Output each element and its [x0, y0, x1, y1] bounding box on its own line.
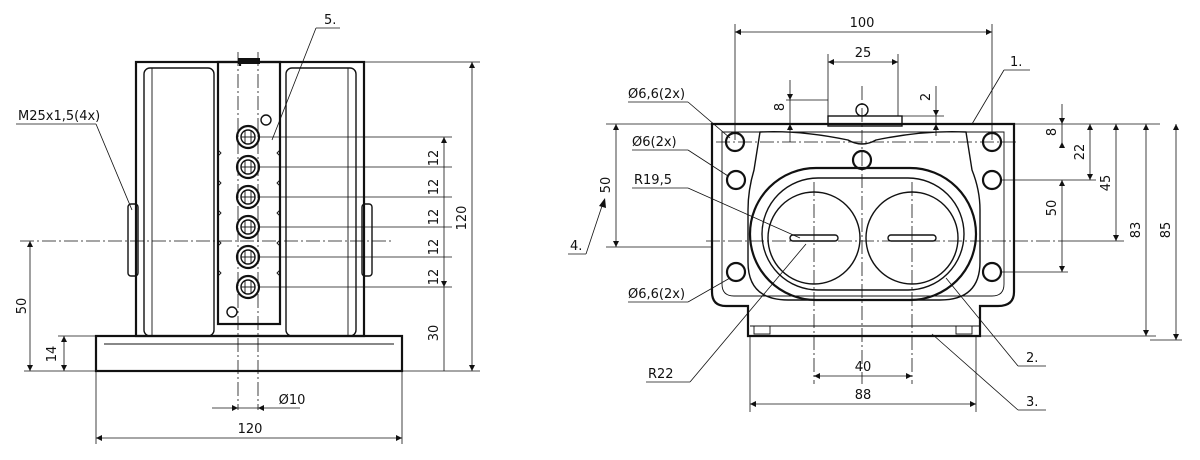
callout-item-3: 3. — [1026, 395, 1038, 410]
contact-terminal-stack — [235, 124, 261, 300]
callout-item-1: 1. — [1010, 55, 1022, 70]
dim-45: 45 — [1099, 175, 1114, 192]
dim-22: 22 — [1073, 144, 1088, 161]
dim-diameter-10: Ø10 — [279, 393, 306, 408]
dim-2: 2 — [919, 93, 934, 101]
dim-50-right: 50 — [1045, 200, 1060, 217]
dim-85: 85 — [1159, 222, 1174, 239]
callout-radius-outer: R22 — [648, 367, 674, 382]
mount-hole-bottom — [226, 306, 238, 318]
inner-oval — [761, 177, 965, 291]
dim-88: 88 — [855, 388, 872, 403]
left-view: 12 12 12 12 12 30 120 50 14 120 — [15, 13, 480, 444]
cable-gland-left — [127, 203, 139, 277]
inner-cavity — [747, 130, 981, 301]
callout-item-2: 2. — [1026, 351, 1038, 366]
callout-hole-top: Ø6,6(2x) — [628, 87, 685, 102]
callout-hole-bottom: Ø6,6(2x) — [628, 287, 685, 302]
housing-right-panel — [285, 67, 357, 337]
hole-mid-left — [725, 169, 747, 191]
dim-12-1: 12 — [427, 150, 442, 167]
callout-radius-inner: R19,5 — [634, 173, 672, 188]
dim-8-top: 8 — [773, 103, 788, 111]
callout-item-4: 4. — [570, 239, 582, 254]
dim-50-left: 50 — [15, 298, 30, 315]
dim-12-5: 12 — [427, 269, 442, 286]
dim-40: 40 — [855, 360, 872, 375]
hole-bottom-right — [981, 261, 1003, 283]
housing-left-panel — [143, 67, 215, 337]
dim-12-3: 12 — [427, 209, 442, 226]
hole-bottom-left — [725, 261, 747, 283]
housing-outline — [710, 122, 1016, 338]
dim-14: 14 — [45, 346, 60, 363]
right-view: 100 25 8 2 8 — [568, 16, 1182, 412]
mount-hole-top — [260, 114, 272, 126]
dim-30: 30 — [427, 325, 442, 342]
dim-120-height: 120 — [455, 206, 470, 231]
terminal-column — [216, 60, 282, 326]
dim-50-left-right-view: 50 — [599, 177, 614, 194]
dim-12-2: 12 — [427, 179, 442, 196]
base-flange — [94, 334, 404, 373]
dim-100: 100 — [850, 16, 875, 31]
callout-thread: M25x1,5(4x) — [18, 109, 100, 124]
hole-mid-right — [981, 169, 1003, 191]
callout-item-5: 5. — [324, 13, 336, 28]
dim-120-width: 120 — [238, 422, 263, 437]
housing-body — [134, 60, 366, 338]
dim-8-right: 8 — [1045, 128, 1060, 136]
actuator-cap — [827, 115, 903, 127]
callout-hole-mid: Ø6(2x) — [632, 135, 677, 150]
dim-83: 83 — [1129, 222, 1144, 239]
dim-25: 25 — [855, 46, 872, 61]
dim-12-4: 12 — [427, 239, 442, 256]
cable-gland-right — [361, 203, 373, 277]
outer-oval — [748, 166, 978, 302]
